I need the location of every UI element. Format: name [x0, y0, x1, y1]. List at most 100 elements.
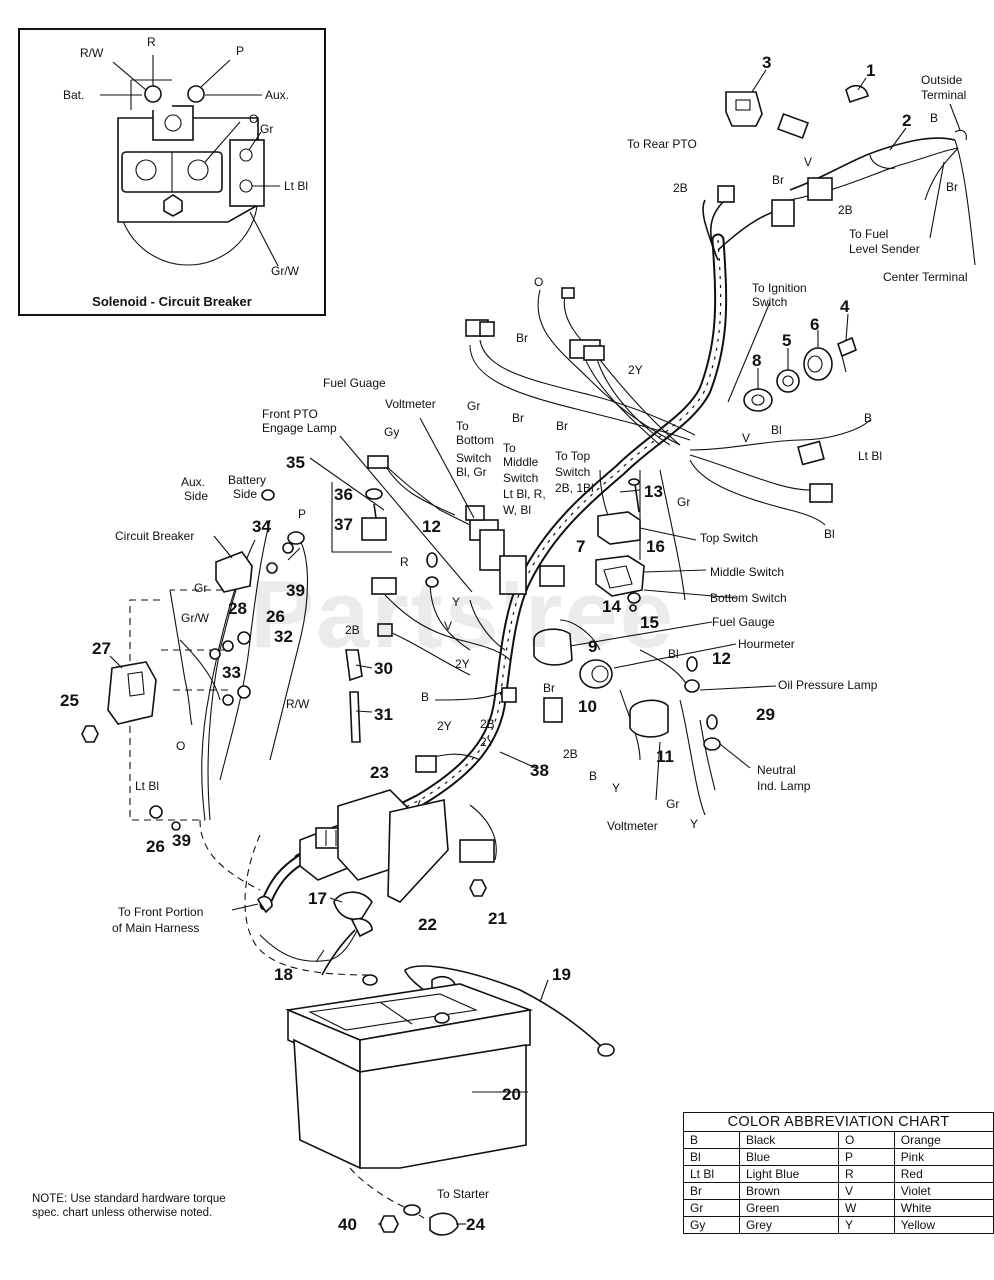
svg-text:Bl: Bl [668, 647, 679, 661]
svg-text:B: B [421, 690, 429, 704]
svg-text:Middle: Middle [503, 455, 539, 469]
legend-row: Br Brown V Violet [683, 1182, 994, 1200]
hardware-note: NOTE: Use standard hardware torque spec.… [32, 1193, 226, 1219]
label-neutral-ind-lamp: Neutral [757, 763, 796, 777]
svg-text:2Y: 2Y [437, 719, 452, 733]
svg-text:Lt Bl: Lt Bl [858, 449, 882, 463]
svg-text:Level Sender: Level Sender [849, 242, 920, 256]
svg-text:2Y: 2Y [455, 657, 470, 671]
label-voltmeter-bottom: Voltmeter [607, 819, 658, 833]
svg-text:O: O [534, 275, 543, 289]
part-number: 32 [274, 627, 293, 646]
label-fuel-guage: Fuel Guage [323, 376, 386, 390]
svg-text:Bottom: Bottom [456, 433, 494, 447]
label-oil-pressure-lamp: Oil Pressure Lamp [778, 678, 878, 692]
part-number: 7 [576, 537, 585, 556]
part-number: 6 [810, 315, 819, 334]
part-number: 29 [756, 705, 775, 724]
part-number: 11 [656, 747, 674, 766]
label-circuit-breaker: Circuit Breaker [115, 529, 194, 543]
svg-text:of Main Harness: of Main Harness [112, 921, 199, 935]
label-to-front-portion: To Front Portion [118, 905, 203, 919]
inset-label-aux: Aux. [265, 88, 289, 102]
part-number: 17 [308, 889, 327, 908]
label-to-bottom-switch: To [456, 419, 469, 433]
label-voltmeter-top: Voltmeter [385, 397, 436, 411]
svg-text:V: V [444, 619, 452, 633]
svg-text:2B: 2B [480, 717, 495, 731]
part-number: 38 [530, 761, 549, 780]
svg-text:R: R [400, 555, 409, 569]
label-hourmeter: Hourmeter [738, 637, 795, 651]
part-number: 21 [488, 909, 507, 928]
part-number: 16 [646, 537, 665, 556]
part-number: 27 [92, 639, 111, 658]
svg-text:Lt Bl, R,: Lt Bl, R, [503, 487, 546, 501]
part-number: 15 [640, 613, 659, 632]
part-number: 39 [172, 831, 191, 850]
part-number: 40 [338, 1215, 357, 1234]
svg-text:W, Bl: W, Bl [503, 503, 531, 517]
svg-text:V: V [804, 155, 812, 169]
label-front-pto-lamp: Front PTO [262, 407, 318, 421]
part-number: 30 [374, 659, 393, 678]
svg-text:Side: Side [233, 487, 257, 501]
part-number: 26 [146, 837, 165, 856]
legend-row: Bl Blue P Pink [683, 1148, 994, 1166]
label-to-rear-pto: To Rear PTO [627, 137, 697, 151]
svg-text:V: V [742, 431, 750, 445]
svg-text:Br: Br [946, 180, 958, 194]
svg-text:Y: Y [690, 817, 698, 831]
inset-label-gr-w: Gr/W [271, 264, 300, 278]
svg-text:Br: Br [772, 173, 784, 187]
svg-text:Side: Side [184, 489, 208, 503]
part-numbers: 1 2 3 4 5 6 7 8 9 10 11 12 12 13 14 15 1… [60, 53, 911, 1234]
inset-label-gr: Gr [260, 122, 273, 136]
svg-text:Gr: Gr [677, 495, 690, 509]
svg-text:Y: Y [452, 595, 460, 609]
svg-text:Gy: Gy [384, 425, 399, 439]
label-middle-switch: Middle Switch [710, 565, 784, 579]
part-number: 25 [60, 691, 79, 710]
label-to-top-switch: To Top [555, 449, 590, 463]
part-number: 4 [840, 297, 850, 316]
part-number: 33 [222, 663, 241, 682]
part-number: 5 [782, 331, 791, 350]
part-number: 20 [502, 1085, 521, 1104]
svg-text:O: O [176, 739, 185, 753]
part-number: 12 [712, 649, 731, 668]
part-number: 3 [762, 53, 771, 72]
part-number: 13 [644, 482, 663, 501]
part-number: 35 [286, 453, 305, 472]
inset-label-bat: Bat. [63, 88, 84, 102]
svg-text:2B: 2B [838, 203, 853, 217]
legend-row: Gr Green W White [683, 1199, 994, 1217]
svg-text:Switch: Switch [456, 451, 491, 465]
legend-row: B Black O Orange [683, 1131, 994, 1149]
legend-row: Gy Grey Y Yellow [683, 1216, 994, 1234]
label-outside-terminal: Outside [921, 73, 963, 87]
svg-text:Br: Br [543, 681, 555, 695]
inset-label-rw: R/W [80, 46, 104, 60]
label-aux-side: Aux. [181, 475, 205, 489]
part-number: 1 [866, 61, 875, 80]
svg-text:Br: Br [512, 411, 524, 425]
svg-text:Gr/W: Gr/W [181, 611, 210, 625]
svg-text:2B: 2B [673, 181, 688, 195]
svg-text:P: P [298, 507, 306, 521]
part-number: 24 [466, 1215, 485, 1234]
part-number: 31 [374, 705, 393, 724]
part-number: 10 [578, 697, 597, 716]
svg-text:2Y: 2Y [628, 363, 643, 377]
part-number: 37 [334, 515, 353, 534]
svg-text:Engage Lamp: Engage Lamp [262, 421, 337, 435]
label-battery-side: Battery [228, 473, 266, 487]
svg-text:Bl: Bl [771, 423, 782, 437]
wire-color-labels: B Br V 2B Br 2B O Br 2Y Gr Br Br V Bl B … [135, 111, 958, 831]
svg-text:Gr: Gr [666, 797, 679, 811]
svg-text:Gr: Gr [194, 581, 207, 595]
svg-text:Br: Br [556, 419, 568, 433]
svg-text:2B, 1Bl: 2B, 1Bl [555, 481, 594, 495]
svg-text:Bl: Bl [824, 527, 835, 541]
